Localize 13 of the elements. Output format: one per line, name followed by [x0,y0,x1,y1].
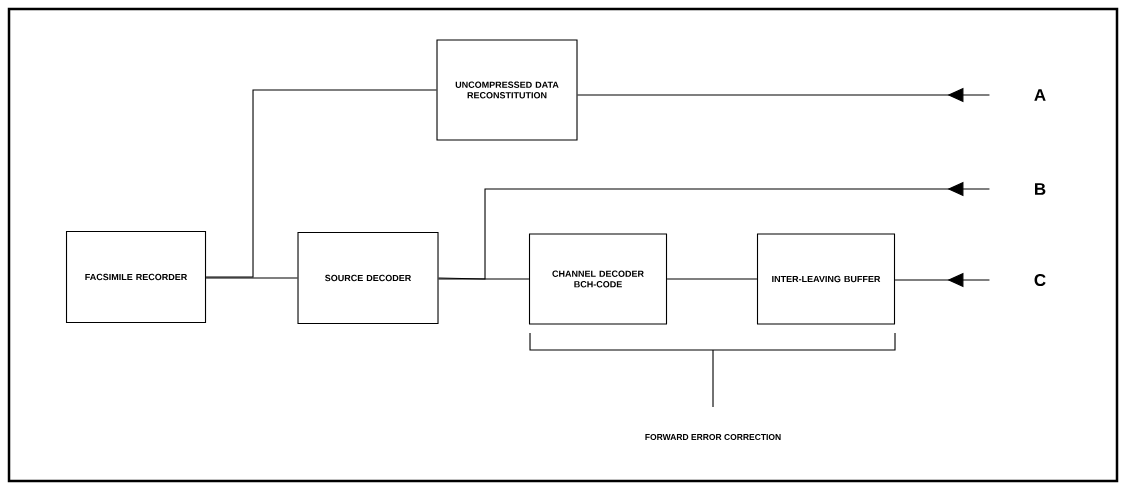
connector-line [205,89,437,278]
process-box: FACSIMILE RECORDER [65,230,207,324]
signal-label: A [1034,89,1046,101]
signal-label: C [1034,273,1046,286]
connector-line [438,278,530,280]
process-box: INTER-LEAVING BUFFER [756,233,896,325]
caption-text: FORWARD ERROR CORRECTION [645,434,781,440]
process-box: CHANNEL DECODER BCH-CODE [528,233,668,325]
connector-line [205,277,298,279]
connector-line [666,278,758,280]
signal-label: B [1035,183,1046,195]
process-box: SOURCE DECODER [297,231,439,325]
process-box: UNCOMPRESSED DATA RECONSTITUTION [436,39,578,141]
